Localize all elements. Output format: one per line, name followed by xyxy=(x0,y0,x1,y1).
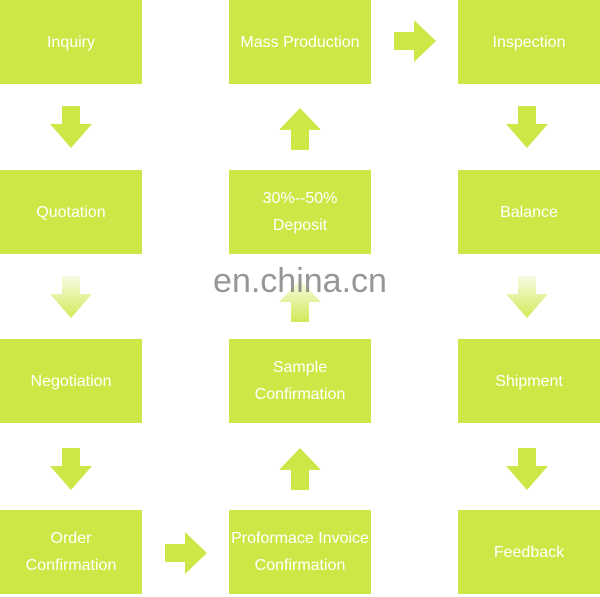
arrow-right-icon xyxy=(163,530,209,576)
arrow-down-icon xyxy=(504,274,550,320)
step-quotation: Quotation xyxy=(0,170,142,254)
step-order-confirmation: Order Confirmation xyxy=(0,510,142,594)
arrow-down-icon xyxy=(48,274,94,320)
arrow-up-icon xyxy=(277,446,323,492)
step-sample-confirmation: Sample Confirmation xyxy=(229,339,371,423)
arrow-up-icon xyxy=(277,278,323,324)
watermark: en.china.cn xyxy=(213,262,387,300)
arrow-down-icon xyxy=(504,446,550,492)
step-proforma-invoice: Proformace Invoice Confirmation xyxy=(229,510,371,594)
arrow-up-icon xyxy=(277,106,323,152)
step-inspection: Inspection xyxy=(458,0,600,84)
arrow-down-icon xyxy=(48,446,94,492)
step-inquiry: Inquiry xyxy=(0,0,142,84)
arrow-down-icon xyxy=(504,104,550,150)
step-balance: Balance xyxy=(458,170,600,254)
arrow-down-icon xyxy=(48,104,94,150)
step-mass-production: Mass Production xyxy=(229,0,371,84)
step-feedback: Feedback xyxy=(458,510,600,594)
arrow-right-icon xyxy=(392,18,438,64)
step-deposit: 30%--50% Deposit xyxy=(229,170,371,254)
step-negotiation: Negotiation xyxy=(0,339,142,423)
step-shipment: Shipment xyxy=(458,339,600,423)
